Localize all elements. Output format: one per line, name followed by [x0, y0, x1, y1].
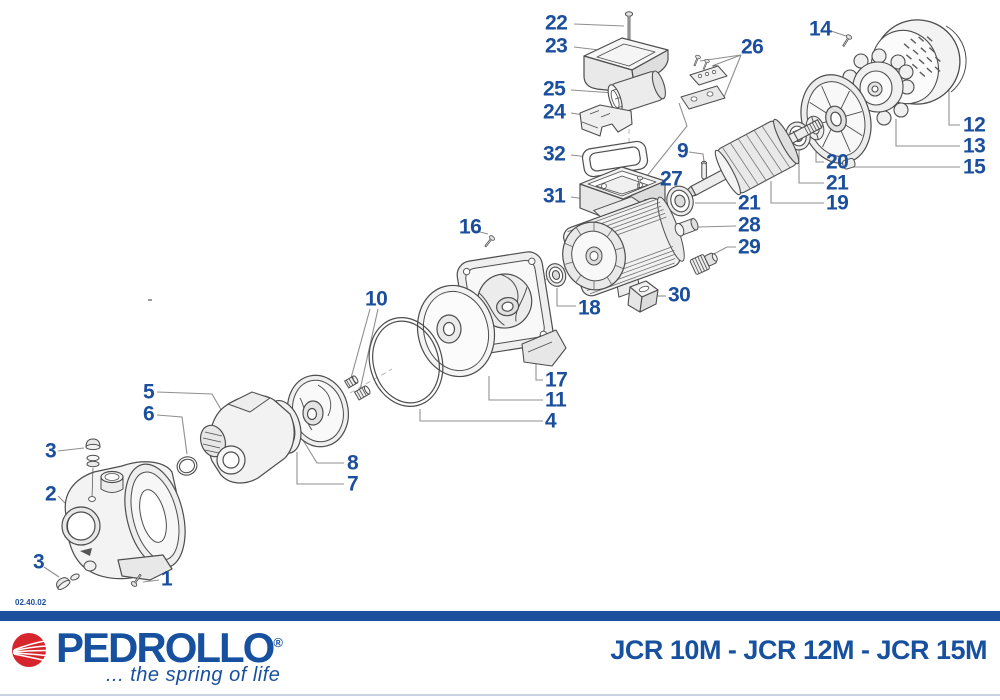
- part-foot-30: [627, 280, 659, 313]
- part-ejector-5: [199, 391, 302, 484]
- part-gasket-32: [581, 140, 649, 178]
- part-label-13: 13: [963, 134, 986, 158]
- bottom-rule: [0, 694, 1000, 696]
- part-label-32: 32: [543, 142, 566, 166]
- part-label-26: 26: [741, 35, 764, 59]
- part-clamp-24: [579, 104, 633, 137]
- part-plug-3-top: [85, 438, 101, 468]
- part-key-9: [700, 160, 708, 180]
- motor-body: [562, 196, 685, 298]
- part-label-5: 5: [143, 380, 155, 404]
- part-screw-16: [481, 233, 497, 250]
- part-plug-28: [674, 218, 699, 237]
- part-label-23: 23: [545, 34, 568, 58]
- brand-tagline: ... the spring of life: [106, 664, 281, 686]
- part-label-25: 25: [543, 77, 566, 101]
- part-o-ring-6: [176, 456, 198, 476]
- part-label-11: 11: [545, 388, 567, 412]
- part-label-16: 16: [459, 215, 482, 239]
- part-label-20: 20: [826, 150, 849, 174]
- part-label-18: 18: [578, 296, 601, 320]
- part-label-17: 17: [545, 368, 568, 392]
- part-label-27: 27: [660, 167, 683, 191]
- part-impeller-7: [287, 374, 349, 448]
- part-label-21: 21: [826, 171, 849, 195]
- part-mech-seal-10: [343, 375, 371, 401]
- part-terminal-board-26: [680, 53, 728, 110]
- part-label-3: 3: [33, 550, 45, 574]
- drawing-code: 02.40.02: [15, 598, 47, 607]
- footer-divider-bar: [0, 611, 1000, 621]
- part-label-14: 14: [809, 17, 832, 41]
- part-cable-gland-29: [689, 252, 718, 275]
- part-pump-body-2: [61, 461, 186, 581]
- part-label-3: 3: [45, 439, 57, 463]
- part-label-8: 8: [347, 451, 359, 475]
- part-label-30: 30: [668, 283, 691, 307]
- part-label-9: 9: [677, 139, 689, 163]
- part-screw-22: [624, 11, 634, 41]
- part-label-10: 10: [365, 287, 388, 311]
- pedrollo-logo: [10, 626, 310, 688]
- part-label-6: 6: [143, 402, 155, 426]
- part-screw-14: [839, 32, 854, 50]
- part-label-22: 22: [545, 11, 568, 35]
- part-capacitor-25: [607, 70, 666, 115]
- part-label-4: 4: [545, 409, 557, 433]
- part-label-19: 19: [826, 191, 849, 215]
- part-label-2: 2: [45, 482, 57, 506]
- model-title: JCR 10M - JCR 12M - JCR 15M: [610, 635, 987, 665]
- part-label-24: 24: [543, 100, 566, 124]
- part-label-29: 29: [738, 235, 761, 259]
- registered-mark: ®: [273, 635, 283, 650]
- part-bearing-21-left: [666, 185, 694, 217]
- part-label-12: 12: [963, 113, 986, 137]
- part-label-1: 1: [161, 567, 173, 591]
- part-label-21: 21: [738, 191, 761, 215]
- part-o-ring-4: [368, 317, 444, 407]
- pedrollo-logo-icon: [12, 633, 47, 667]
- part-label-31: 31: [543, 184, 566, 208]
- brand-name: PEDROLLO®: [56, 624, 283, 671]
- speck: [148, 299, 152, 301]
- part-label-28: 28: [738, 213, 761, 237]
- part-label-15: 15: [963, 155, 986, 179]
- part-plug-3-bottom: [56, 573, 80, 591]
- part-label-7: 7: [347, 472, 359, 496]
- part-bearing-18: [545, 263, 567, 287]
